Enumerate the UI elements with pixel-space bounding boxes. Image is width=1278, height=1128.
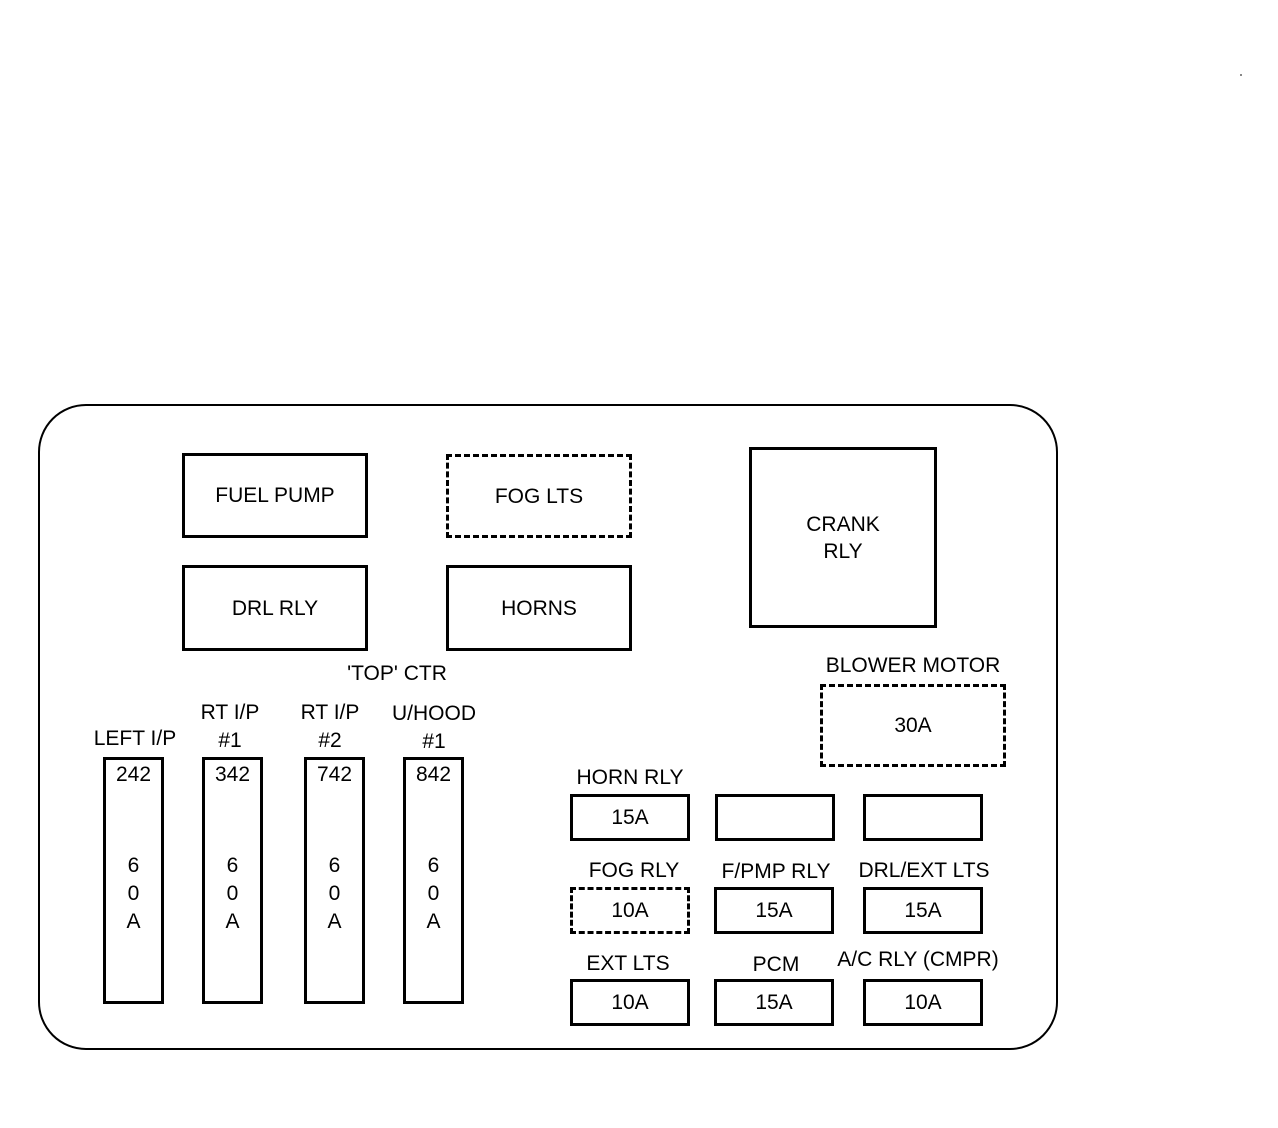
amp-char: 0	[127, 882, 140, 905]
blower-motor-fuse: 30A	[820, 684, 1006, 767]
ac-rly-fuse: 10A	[863, 979, 983, 1026]
maxi-fuse: 342 6 0 A	[202, 757, 263, 1004]
ac-rly-rating: 10A	[904, 991, 942, 1014]
fuse-amperage: 6 0 A	[406, 852, 461, 936]
fuse-number: 842	[415, 763, 452, 786]
drl-ext-lts-label: DRL/EXT LTS	[858, 859, 990, 882]
pcm-label: PCM	[752, 953, 800, 976]
pcm-rating: 15A	[755, 991, 793, 1014]
amp-char: A	[126, 910, 141, 933]
maxi-fuse-label: U/HOOD	[392, 702, 476, 725]
empty-fuse-slot	[715, 794, 835, 841]
amp-char: A	[327, 910, 342, 933]
horns-relay: HORNS	[446, 565, 632, 651]
drl-ext-lts-fuse: 15A	[863, 887, 983, 934]
horns-label: HORNS	[501, 596, 577, 620]
fuse-amperage: 6 0 A	[106, 852, 161, 936]
top-ctr-label: 'TOP' CTR	[347, 662, 447, 685]
blower-motor-rating: 30A	[894, 714, 932, 737]
ac-rly-label: A/C RLY (CMPR)	[837, 948, 999, 971]
fog-lts-label: FOG LTS	[494, 484, 584, 508]
maxi-fuse: 242 6 0 A	[103, 757, 164, 1004]
fuse-number: 742	[316, 763, 353, 786]
ext-lts-rating: 10A	[611, 991, 649, 1014]
amp-char: A	[225, 910, 240, 933]
amp-char: 0	[427, 882, 440, 905]
crank-rly-line2: RLY	[823, 539, 863, 563]
fpmp-rly-rating: 15A	[755, 899, 793, 922]
drl-relay: DRL RLY	[182, 565, 368, 651]
fuse-number: 342	[214, 763, 251, 786]
drl-ext-lts-rating: 15A	[904, 899, 942, 922]
blower-motor-label: BLOWER MOTOR	[825, 654, 1001, 677]
fog-rly-fuse: 10A	[570, 887, 690, 934]
amp-char: 6	[427, 854, 440, 877]
maxi-fuse: 742 6 0 A	[304, 757, 365, 1004]
maxi-fuse-label: #1	[422, 730, 446, 753]
fuse-amperage: 6 0 A	[205, 852, 260, 936]
amp-char: 0	[328, 882, 341, 905]
ext-lts-fuse: 10A	[570, 979, 690, 1026]
maxi-fuse-label: RT I/P	[200, 701, 260, 724]
maxi-fuse-label: LEFT I/P	[93, 727, 177, 750]
stray-dot	[1240, 74, 1242, 76]
drl-rly-label: DRL RLY	[231, 596, 319, 620]
horn-rly-label: HORN RLY	[576, 766, 684, 789]
empty-fuse-slot	[863, 794, 983, 841]
fuse-number: 242	[115, 763, 152, 786]
maxi-fuse-label: #1	[218, 729, 242, 752]
amp-char: A	[426, 910, 441, 933]
amp-char: 6	[226, 854, 239, 877]
fpmp-rly-label: F/PMP RLY	[721, 860, 831, 883]
fuel-pump-label: FUEL PUMP	[215, 484, 335, 507]
fog-rly-label: FOG RLY	[588, 859, 680, 882]
fog-rly-rating: 10A	[611, 899, 649, 922]
ext-lts-label: EXT LTS	[586, 952, 670, 975]
amp-char: 0	[226, 882, 239, 905]
maxi-fuse-label: #2	[318, 729, 342, 752]
fuse-panel-outline	[38, 404, 1058, 1050]
horn-rly-rating: 15A	[611, 806, 649, 829]
amp-char: 6	[328, 854, 341, 877]
horn-rly-fuse: 15A	[570, 794, 690, 841]
amp-char: 6	[127, 854, 140, 877]
maxi-fuse: 842 6 0 A	[403, 757, 464, 1004]
crank-relay: CRANK RLY	[749, 447, 937, 628]
fuse-amperage: 6 0 A	[307, 852, 362, 936]
maxi-fuse-label: RT I/P	[300, 701, 360, 724]
pcm-fuse: 15A	[714, 979, 834, 1026]
fog-lts-relay: FOG LTS	[446, 454, 632, 538]
fuel-pump-relay: FUEL PUMP	[182, 453, 368, 538]
crank-rly-line1: CRANK	[806, 512, 880, 536]
fpmp-rly-fuse: 15A	[714, 887, 834, 934]
